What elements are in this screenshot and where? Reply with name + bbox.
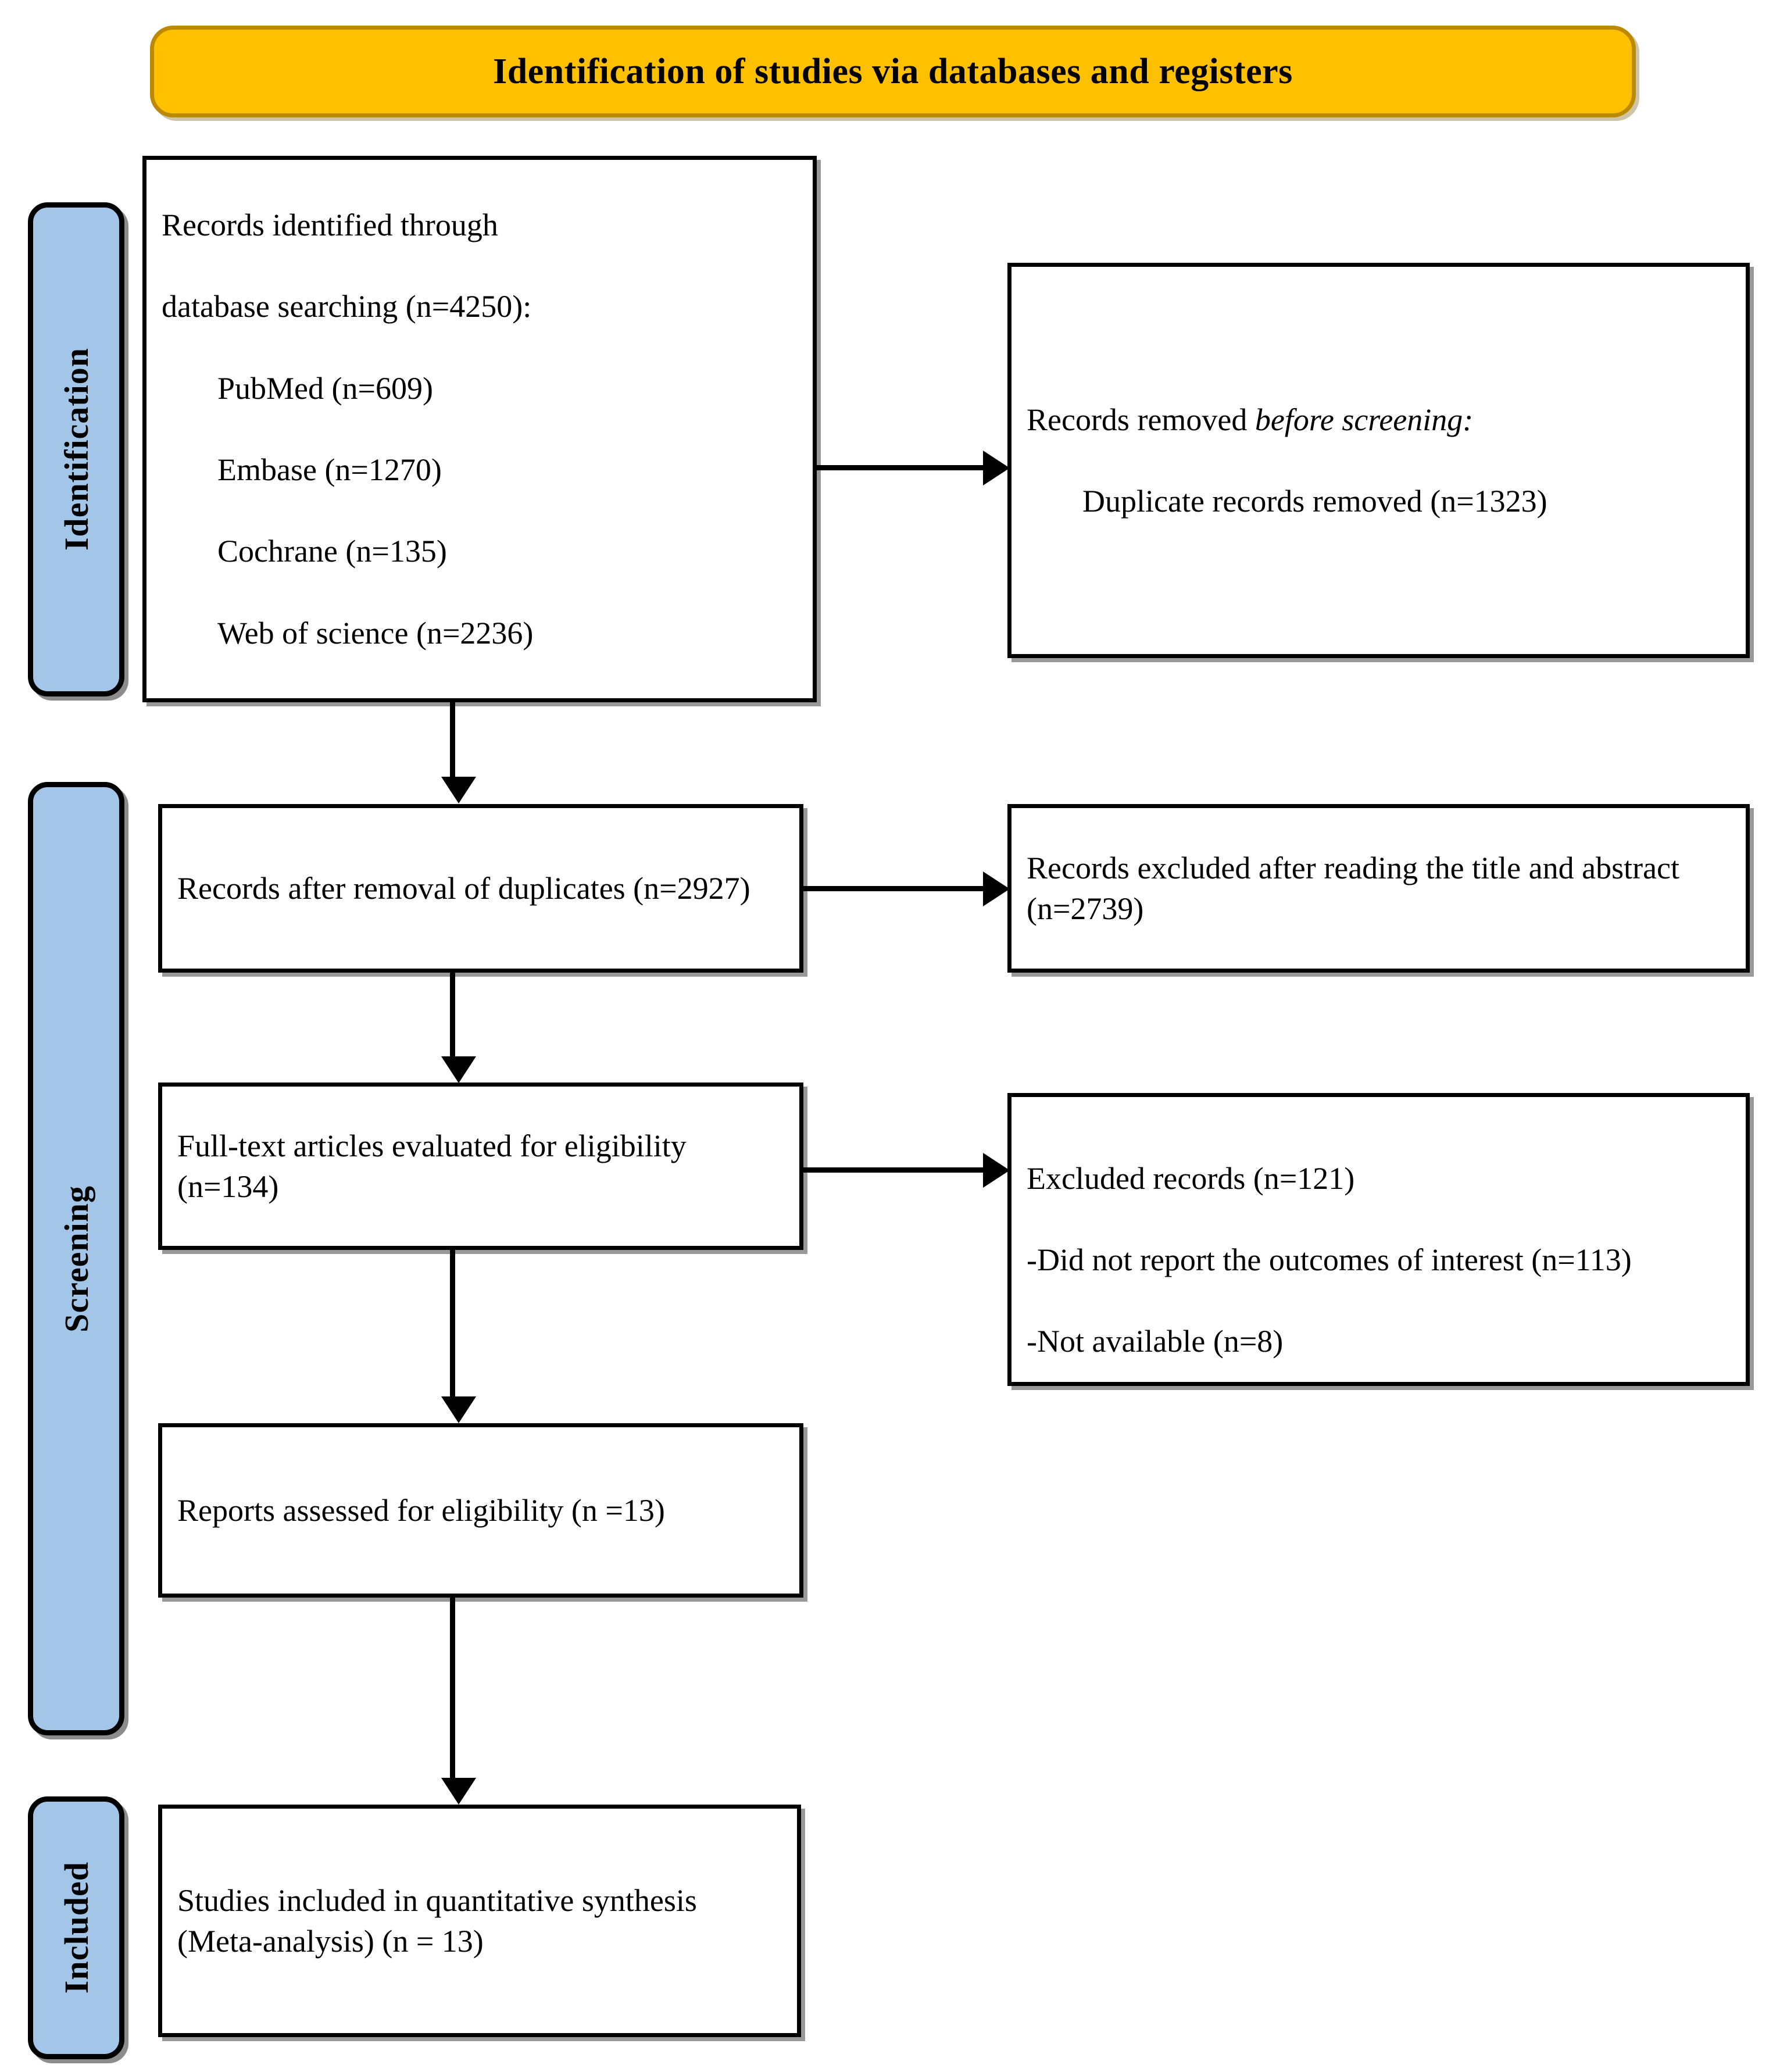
arrowhead-right-icon	[983, 1153, 1010, 1188]
removed-lead-tail: :	[1463, 402, 1474, 437]
connector-after-duplicates-to-fulltext	[450, 973, 455, 1059]
box-excluded-records-detail-text: Excluded records (n=121) -Did not report…	[1011, 1117, 1746, 1362]
removed-detail: Duplicate records removed (n=1323)	[1082, 484, 1547, 519]
connector-fulltext-to-excluded-detail	[803, 1167, 986, 1173]
box-studies-included: Studies included in quantitative synthes…	[158, 1805, 801, 2037]
connector-reports-to-included	[450, 1598, 455, 1780]
identified-line2: database searching (n=4250):	[162, 289, 532, 324]
excluded-detail-line3: -Not available (n=8)	[1027, 1324, 1284, 1359]
arrowhead-down-icon	[441, 1056, 476, 1083]
connector-identified-to-removed	[817, 465, 986, 470]
excluded-detail-line1: Excluded records (n=121)	[1027, 1160, 1355, 1196]
identified-source-pubmed: PubMed (n=609)	[217, 370, 433, 406]
phase-included-text: Included	[57, 1862, 95, 1994]
connector-fulltext-to-reports	[450, 1250, 455, 1399]
identified-source-embase: Embase (n=1270)	[217, 452, 442, 488]
phase-screening-text: Screening	[57, 1185, 95, 1332]
excluded-detail-line2: -Did not report the outcomes of interest…	[1027, 1242, 1632, 1277]
box-records-after-duplicates: Records after removal of duplicates (n=2…	[158, 804, 803, 973]
box-fulltext-articles-evaluated: Full-text articles evaluated for eligibi…	[158, 1083, 803, 1250]
arrowhead-right-icon	[983, 871, 1010, 906]
arrowhead-right-icon	[983, 451, 1010, 485]
arrowhead-down-icon	[441, 1396, 476, 1423]
identified-source-web-of-science: Web of science (n=2236)	[217, 615, 534, 651]
arrowhead-down-icon	[441, 1778, 476, 1805]
phase-label-included: Included	[28, 1796, 124, 2059]
box-excluded-records-detail: Excluded records (n=121) -Did not report…	[1007, 1093, 1750, 1386]
box-records-removed-text: Records removed before screening: Duplic…	[1011, 359, 1746, 563]
box-records-identified-text: Records identified through database sear…	[146, 164, 813, 694]
diagram-banner: Identification of studies via databases …	[150, 26, 1636, 117]
banner-title: Identification of studies via databases …	[493, 51, 1293, 91]
arrowhead-down-icon	[441, 777, 476, 803]
box-records-excluded-title-abstract: Records excluded after reading the title…	[1007, 804, 1750, 973]
box-records-after-duplicates-text: Records after removal of duplicates (n=2…	[177, 870, 750, 906]
removed-lead: Records removed	[1027, 402, 1255, 437]
box-reports-assessed-eligibility: Reports assessed for eligibility (n =13)	[158, 1423, 803, 1598]
box-studies-included-text: Studies included in quantitative synthes…	[177, 1882, 697, 1959]
box-reports-assessed-eligibility-text: Reports assessed for eligibility (n =13)	[177, 1492, 665, 1528]
removed-lead-italic: before screening	[1254, 402, 1463, 437]
box-records-excluded-title-abstract-text: Records excluded after reading the title…	[1027, 850, 1680, 926]
phase-label-screening: Screening	[28, 782, 124, 1735]
connector-identified-to-after-duplicates	[450, 702, 455, 779]
box-records-identified: Records identified through database sear…	[142, 156, 817, 702]
connector-after-duplicates-to-excluded-title	[803, 886, 986, 891]
identified-line1: Records identified through	[162, 207, 498, 242]
identified-source-cochrane: Cochrane (n=135)	[217, 534, 447, 569]
phase-identification-text: Identification	[57, 348, 95, 551]
phase-label-identification: Identification	[28, 202, 124, 696]
box-fulltext-articles-evaluated-text: Full-text articles evaluated for eligibi…	[177, 1128, 687, 1204]
box-records-removed-before-screening: Records removed before screening: Duplic…	[1007, 263, 1750, 658]
